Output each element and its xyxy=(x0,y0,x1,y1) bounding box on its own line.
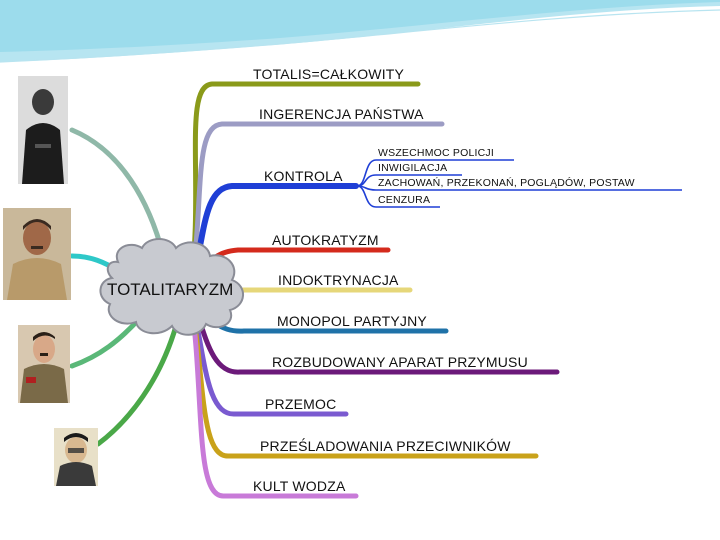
portrait-photo-2 xyxy=(3,208,71,300)
portrait-photo-1 xyxy=(18,76,68,184)
branch-label-3: KONTROLA xyxy=(264,168,343,184)
branch-label-4: AUTOKRATYZM xyxy=(272,232,379,248)
center-topic-label: TOTALITARYZM xyxy=(107,280,234,299)
wave-line xyxy=(0,9,720,63)
center-cloud xyxy=(99,238,244,336)
kontrola-subitem-2: INWIGILACJA xyxy=(378,162,448,174)
portrait-photo-4 xyxy=(54,428,98,486)
center-cloud-shape xyxy=(99,238,244,336)
branch-label-6: MONOPOL PARTYJNY xyxy=(277,313,427,329)
portrait-photo-3 xyxy=(18,325,70,403)
header-wave-decoration xyxy=(0,0,720,63)
branch-label-7: ROZBUDOWANY APARAT PRZYMUSU xyxy=(272,354,528,370)
branch-label-9: PRZEŚLADOWANIA PRZECIWNIKÓW xyxy=(260,438,511,454)
portrait-link-4 xyxy=(95,323,179,447)
wave-band-1 xyxy=(0,0,720,62)
kontrola-subitem-1: WSZECHMOC POLICJI xyxy=(378,147,494,159)
kontrola-subitem-4: CENZURA xyxy=(378,194,431,206)
wave-band-2 xyxy=(0,0,720,52)
kontrola-subitem-3: ZACHOWAŃ, PRZEKONAŃ, POGLĄDÓW, POSTAW xyxy=(378,177,635,189)
branch-label-10: KULT WODZA xyxy=(253,478,346,494)
branch-label-1: TOTALIS=CAŁKOWITY xyxy=(253,66,405,82)
portrait-link-3 xyxy=(69,315,143,369)
branch-label-2: INGERENCJA PAŃSTWA xyxy=(259,106,424,122)
branch-label-5: INDOKTRYNACJA xyxy=(278,272,399,288)
branch-label-8: PRZEMOC xyxy=(265,396,337,412)
kontrola-subline-4 xyxy=(356,185,440,208)
